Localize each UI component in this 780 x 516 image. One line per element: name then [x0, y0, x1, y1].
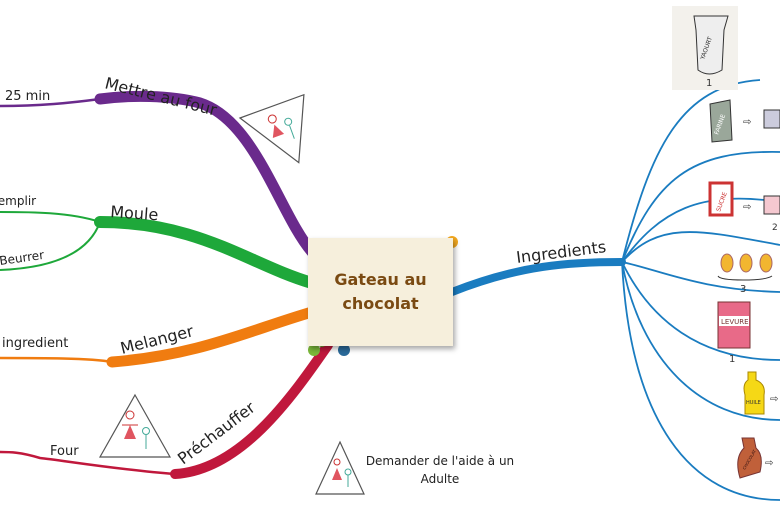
sub-branch-four[interactable]	[0, 450, 176, 476]
label-remplir: Remplir	[0, 194, 36, 208]
sub-branch-remplir[interactable]	[0, 211, 101, 223]
central-topic[interactable]: Gateau au chocolat	[308, 238, 453, 346]
farine-drawing: FARINE ⇨	[709, 99, 780, 143]
yaourt-qty: 1	[706, 78, 712, 89]
branch-mettre-au-four[interactable]	[94, 90, 318, 258]
adult-help-legend-icon	[315, 440, 365, 495]
sub-branch-beurrer[interactable]	[0, 221, 101, 271]
chocolat-drawing: CHOCOLAT ⇨	[737, 437, 773, 479]
arrow-icon: ⇨	[765, 458, 773, 469]
branch-moule[interactable]	[94, 216, 318, 289]
branch-melanger[interactable]	[106, 306, 318, 368]
oeufs-drawing: 3	[717, 253, 773, 295]
sub-branch-25-min[interactable]	[0, 97, 101, 108]
levure-drawing: LEVURE 1	[717, 301, 751, 365]
label-four: Four	[50, 444, 79, 459]
yaourt-drawing: YAOURT 1	[672, 6, 738, 90]
ingredient-sub-branches	[621, 79, 780, 501]
central-topic-line1: Gateau au	[334, 270, 427, 289]
adult-help-note: Demander de l'aide à un Adulte	[365, 454, 515, 486]
sucre-drawing: SUCRE ⇨ 2	[708, 181, 780, 233]
central-topic-line2: chocolat	[342, 294, 419, 313]
branch-prechauffer[interactable]	[170, 340, 333, 479]
huile-drawing: HUILE ⇨	[743, 371, 778, 415]
arrow-icon: ⇨	[770, 394, 778, 405]
branch-ingredients[interactable]	[448, 258, 626, 296]
label-moule: Moule	[110, 202, 159, 224]
arrow-icon: ⇨	[743, 117, 751, 128]
sucre-qty: 2	[772, 223, 778, 233]
label-25-min: 25 min	[5, 89, 50, 104]
label-beurrer: Beurrer	[0, 248, 45, 268]
levure-qty: 1	[729, 354, 735, 365]
huile-label: HUILE	[746, 400, 761, 406]
label-ingredient: ingredient	[2, 336, 68, 351]
arrow-icon: ⇨	[743, 202, 751, 213]
sub-branch-ingredient[interactable]	[0, 356, 113, 364]
adult-help-icon	[238, 93, 305, 164]
levure-label: LEVURE	[721, 318, 749, 326]
adult-help-icon	[98, 393, 172, 458]
oeufs-qty: 3	[740, 284, 746, 295]
